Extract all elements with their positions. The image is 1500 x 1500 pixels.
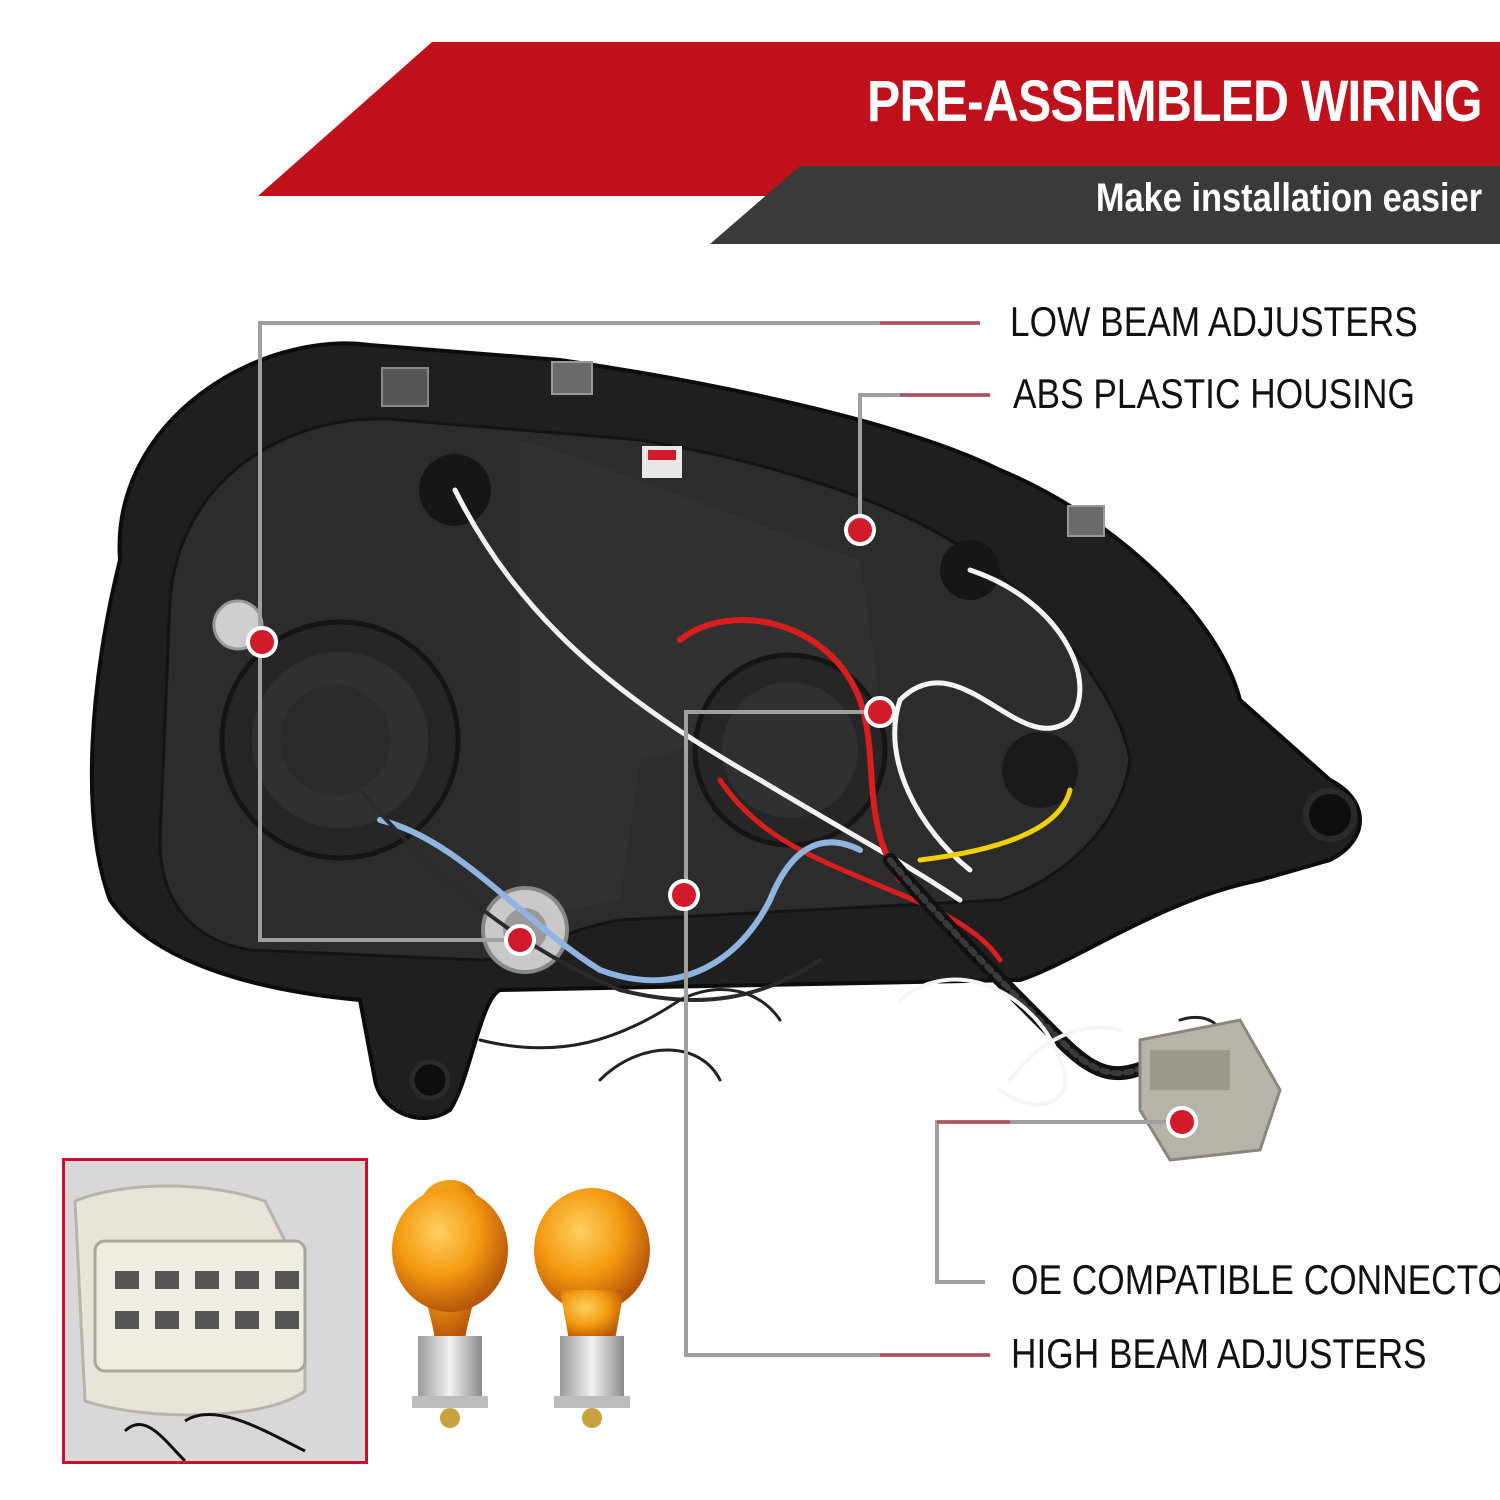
callout-dots xyxy=(246,514,1198,1138)
socket-lower-right xyxy=(1002,732,1078,808)
amber-bulb-left xyxy=(392,1180,508,1428)
banner-dark-band xyxy=(710,166,1500,244)
banner-title: PRE-ASSEMBLED WIRING xyxy=(867,69,1482,134)
callout-oe-compatible-connector: OE COMPATIBLE CONNECTOR xyxy=(1011,1256,1500,1303)
callout-abs-plastic-housing: ABS PLASTIC HOUSING xyxy=(1013,370,1415,417)
banner-red-band xyxy=(258,42,1500,196)
high-beam-cap xyxy=(692,652,888,848)
oe-connector xyxy=(1138,1018,1282,1162)
callout-low-beam-adjusters: LOW BEAM ADJUSTERS xyxy=(1010,298,1418,345)
connector-closeup-image xyxy=(65,1161,365,1461)
low-beam-cap xyxy=(219,619,461,861)
banner-subtitle: Make installation easier xyxy=(1095,176,1482,220)
header-banner xyxy=(258,42,1500,244)
connector-closeup-inset xyxy=(62,1158,368,1464)
callout-high-beam-adjusters: HIGH BEAM ADJUSTERS xyxy=(1011,1330,1427,1377)
wiring-harness xyxy=(358,487,1225,1107)
amber-bulb-right xyxy=(534,1188,650,1428)
callout-leaders-red xyxy=(880,321,1010,1357)
